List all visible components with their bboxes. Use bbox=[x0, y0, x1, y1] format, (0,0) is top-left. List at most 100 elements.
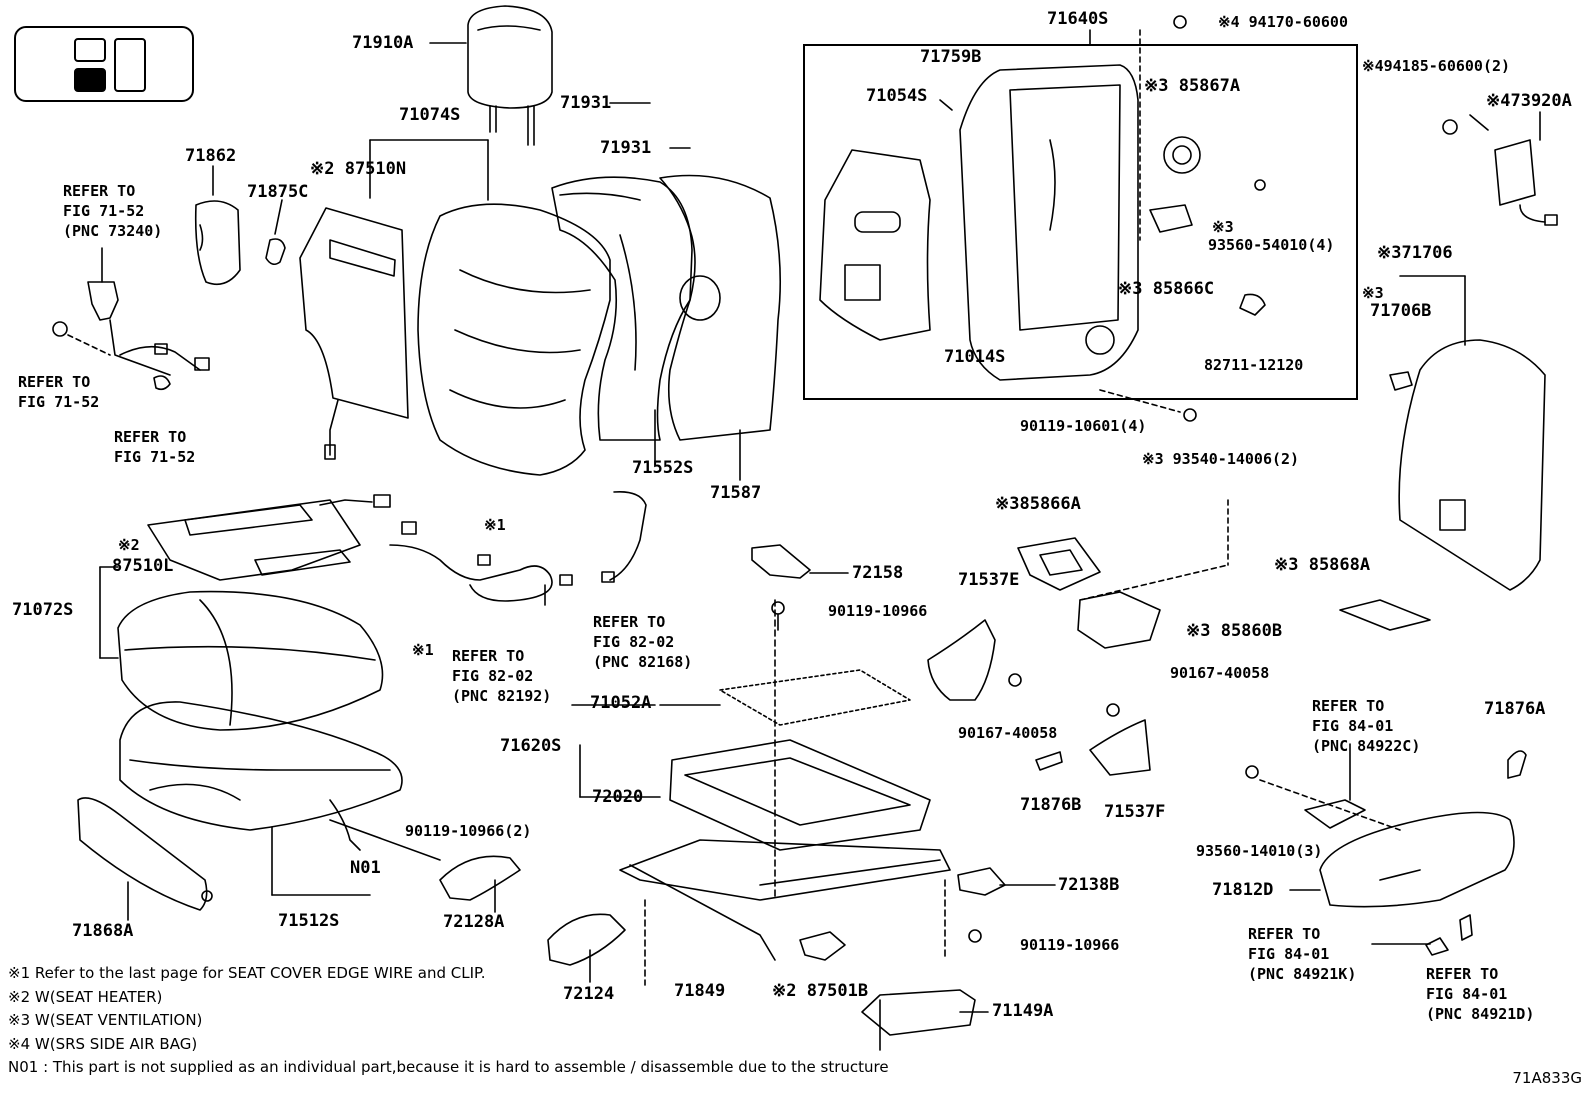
screw-90167-a-drawing bbox=[1008, 673, 1022, 687]
cover-71149a-drawing bbox=[861, 989, 976, 1051]
part-label-85868a: ※3 85868A bbox=[1274, 555, 1371, 575]
part-label-93560-54010: 93560-54010(4) bbox=[1208, 236, 1335, 254]
reference-fig-71-52-b[interactable]: REFER TO FIG 71-52 bbox=[114, 427, 195, 467]
cover-71537f-drawing bbox=[1089, 719, 1151, 776]
seatback-board-71054s-drawing bbox=[819, 149, 931, 341]
part-label-90119-10966-2: 90119-10966(2) bbox=[405, 822, 532, 840]
reference-line: FIG 84-01 bbox=[1248, 945, 1330, 963]
part-label-90119-10601: 90119-10601(4) bbox=[1020, 417, 1147, 435]
seat-cushion-cover-drawing bbox=[117, 590, 384, 731]
reference-fig-71-52-a[interactable]: REFER TO FIG 71-52 bbox=[18, 372, 99, 412]
bolt-90119-10966-a-drawing bbox=[771, 601, 785, 615]
reference-line: FIG 71-52 bbox=[18, 393, 100, 411]
part-label-71931-a: 71931 bbox=[560, 93, 612, 113]
part-label-72020: 72020 bbox=[592, 787, 644, 807]
part-label-87510l-mark: ※2 bbox=[118, 536, 140, 554]
seat-belt-buckle-drawing bbox=[52, 247, 210, 391]
reference-line: REFER TO bbox=[452, 647, 525, 665]
part-label-90167-40058-b: 90167-40058 bbox=[958, 724, 1058, 742]
seat-heater-mat-lower-drawing bbox=[147, 499, 361, 581]
part-label-93540-14006: ※3 93540-14006(2) bbox=[1142, 450, 1300, 468]
part-label-85866a: ※385866A bbox=[995, 494, 1081, 514]
reference-fig-84-01-pnc-84922c[interactable]: REFER TO FIG 84-01 (PNC 84922C) bbox=[1312, 696, 1420, 756]
footnote-2: ※2 W(SEAT HEATER) bbox=[8, 987, 163, 1006]
part-label-71052a: 71052A bbox=[590, 693, 652, 713]
part-label-87510n: ※2 87510N bbox=[310, 159, 407, 179]
footnotes: ※1 Refer to the last page for SEAT COVER… bbox=[8, 962, 889, 1080]
part-label-90119-10966-b: 90119-10966 bbox=[1020, 936, 1120, 954]
part-label-93560-14010: 93560-14010(3) bbox=[1196, 842, 1323, 860]
bolt-90119-10601-drawing bbox=[1183, 408, 1197, 422]
reference-line: (PNC 84922C) bbox=[1312, 737, 1421, 755]
wire-82168-drawing bbox=[601, 490, 647, 583]
seat-heater-harness-drawing bbox=[319, 494, 573, 606]
headrest-drawing bbox=[429, 5, 553, 146]
part-label-71706: ※371706 bbox=[1377, 243, 1453, 263]
part-label-71759b: 71759B bbox=[920, 47, 982, 67]
footnote-1: ※1 Refer to the last page for SEAT COVER… bbox=[8, 964, 486, 982]
duct-85866c-drawing bbox=[1149, 204, 1193, 233]
reference-fig-82-02-pnc-82168[interactable]: REFER TO FIG 82-02 (PNC 82168) bbox=[593, 612, 692, 672]
part-label-71910a: 71910A bbox=[352, 33, 414, 53]
part-label-90119-10966-a: 90119-10966 bbox=[828, 602, 928, 620]
seat-track-adjuster-drawing bbox=[619, 599, 951, 986]
part-label-71876b: 71876B bbox=[1020, 795, 1082, 815]
clip-71876b-drawing bbox=[1035, 751, 1063, 771]
reference-fig-82-02-pnc-82192[interactable]: REFER TO FIG 82-02 (PNC 82192) bbox=[452, 646, 551, 706]
reference-line: REFER TO bbox=[114, 428, 187, 446]
reference-line: FIG 84-01 bbox=[1312, 717, 1394, 735]
reference-fig-84-01-pnc-84921k[interactable]: REFER TO FIG 84-01 (PNC 84921K) bbox=[1248, 924, 1356, 984]
part-label-71074s: 71074S bbox=[399, 105, 461, 125]
part-label-87501b: ※2 87501B bbox=[772, 981, 869, 1001]
seat-heater-mat-upper-drawing bbox=[299, 207, 409, 460]
part-label-72138b: 72138B bbox=[1058, 875, 1120, 895]
part-label-71931-b: 71931 bbox=[600, 138, 652, 158]
reference-line: FIG 82-02 bbox=[593, 633, 675, 651]
cover-71537e-drawing bbox=[927, 619, 996, 701]
part-label-93560-54010-mark: ※3 bbox=[1212, 218, 1234, 236]
screw-93560-14010-drawing bbox=[1245, 765, 1259, 779]
part-label-71054s: 71054S bbox=[866, 86, 928, 106]
part-label-71620s: 71620S bbox=[500, 736, 562, 756]
part-label-82711-12120: 82711-12120 bbox=[1204, 356, 1304, 374]
seatback-board-drawing bbox=[654, 174, 782, 481]
part-label-71512s: 71512S bbox=[278, 911, 340, 931]
cover-72124-drawing bbox=[547, 913, 626, 966]
edge-wire-mark-b: ※1 bbox=[412, 641, 434, 659]
bracket-72158-drawing bbox=[751, 544, 811, 579]
reference-line: REFER TO bbox=[1312, 697, 1385, 715]
part-label-71812d: 71812D bbox=[1212, 880, 1274, 900]
edge-wire-mark-a: ※1 bbox=[484, 516, 506, 534]
part-label-90167-40058-a: 90167-40058 bbox=[1170, 664, 1270, 682]
part-label-72124: 72124 bbox=[563, 984, 615, 1004]
part-label-71876a: 71876A bbox=[1484, 699, 1546, 719]
footnote-4: ※4 W(SRS SIDE AIR BAG) bbox=[8, 1034, 198, 1053]
clip-82711-drawing bbox=[1239, 293, 1266, 316]
part-label-71640s: 71640S bbox=[1047, 9, 1109, 29]
reference-fig-84-01-pnc-84921d[interactable]: REFER TO FIG 84-01 (PNC 84921D) bbox=[1426, 964, 1534, 1024]
part-label-71849: 71849 bbox=[674, 981, 726, 1001]
reference-line: REFER TO bbox=[1248, 925, 1321, 943]
reference-fig-71-52-pnc-73240[interactable]: REFER TO FIG 71-52 (PNC 73240) bbox=[63, 181, 162, 241]
part-label-71706b-mark: ※3 bbox=[1362, 284, 1384, 302]
part-label-71537f: 71537F bbox=[1104, 802, 1166, 822]
ventilation-blower-85860b-drawing bbox=[1077, 591, 1161, 649]
part-label-71552s: 71552S bbox=[632, 458, 694, 478]
clip-71875c-drawing bbox=[265, 238, 286, 266]
seat-location-thumbnail bbox=[14, 26, 194, 102]
diagram-code: 71A833G bbox=[1512, 1069, 1582, 1087]
seatback-frame-71014s-drawing bbox=[959, 64, 1139, 381]
reference-line: REFER TO bbox=[63, 182, 136, 200]
bracket-72138b-drawing bbox=[957, 867, 1006, 896]
part-label-71862: 71862 bbox=[185, 146, 237, 166]
part-label-72128a: 72128A bbox=[443, 912, 505, 932]
reference-line: (PNC 82168) bbox=[593, 653, 693, 671]
part-label-85867a: ※3 85867A bbox=[1144, 76, 1241, 96]
reference-line: FIG 71-52 bbox=[114, 448, 196, 466]
side-shield-71812d-drawing bbox=[1245, 765, 1515, 956]
seatback-cover-drawing bbox=[369, 139, 611, 476]
reference-line: FIG 71-52 bbox=[63, 202, 145, 220]
part-label-71014s: 71014S bbox=[944, 347, 1006, 367]
part-label-72158: 72158 bbox=[852, 563, 904, 583]
